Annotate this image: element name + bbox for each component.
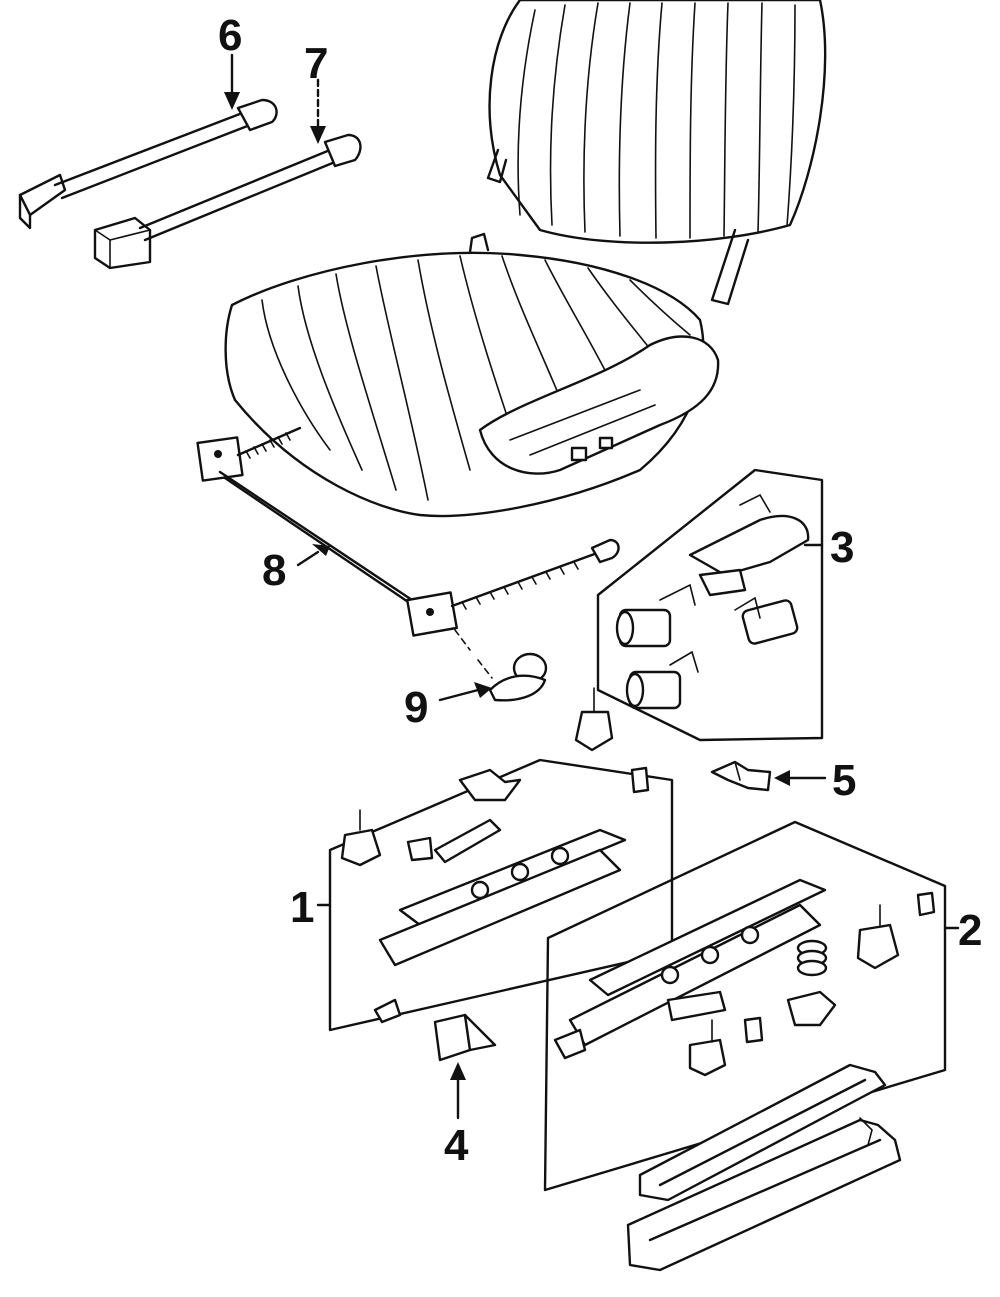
part-7-trim-cover xyxy=(93,133,362,270)
lower-trim-covers xyxy=(626,1063,902,1272)
callout-2: 2 xyxy=(958,906,982,955)
part-1-track-assembly xyxy=(328,687,674,1032)
part-9-knob xyxy=(488,652,548,702)
part-2-track-assembly xyxy=(543,820,947,1192)
callout-4: 4 xyxy=(444,1121,469,1170)
part-6-trim-cover xyxy=(18,98,278,230)
part-8-torsion-bar xyxy=(196,426,620,679)
callout-labels: 6 7 8 9 3 5 1 2 4 xyxy=(218,11,982,1170)
seat-back xyxy=(486,0,827,306)
part-3-motor-assembly xyxy=(596,468,824,742)
seat-cushion xyxy=(224,232,720,518)
callout-7: 7 xyxy=(304,39,328,88)
callout-8: 8 xyxy=(262,546,286,595)
callout-9: 9 xyxy=(404,683,428,732)
callout-1: 1 xyxy=(290,883,314,932)
callout-6: 6 xyxy=(218,11,242,60)
callout-5: 5 xyxy=(832,756,856,805)
part-5-clip xyxy=(710,760,772,792)
callout-leaders xyxy=(224,53,960,1120)
callout-3: 3 xyxy=(830,523,854,572)
part-4-bracket xyxy=(433,1013,497,1062)
